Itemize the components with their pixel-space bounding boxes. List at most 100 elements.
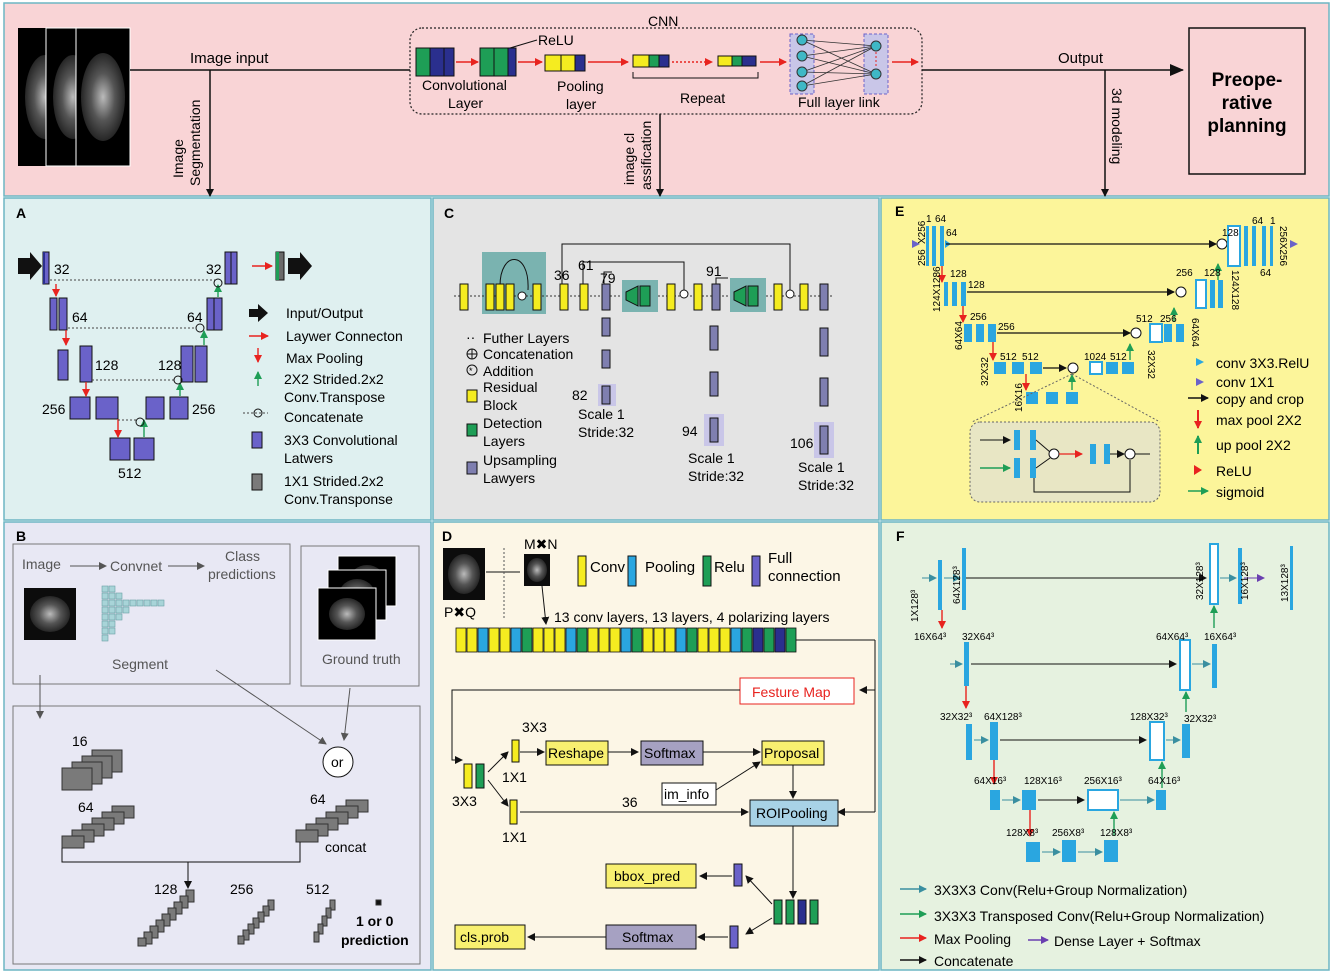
ground-truth-images [317,555,397,641]
kernel-1x1-b: 1X1 [502,829,527,845]
ground-truth-label: Ground truth [322,651,401,667]
unet-a [18,251,312,461]
svg-text:13X128³: 13X128³ [1280,564,1291,602]
svg-text:sigmoid: sigmoid [1216,484,1264,500]
convnet-label: Convnet [110,558,162,574]
vgg-layer-slice [664,627,676,653]
svg-text:512: 512 [1136,314,1153,325]
svg-text:256: 256 [1176,268,1193,279]
svg-text:Concatenate: Concatenate [284,409,364,425]
svg-text:94: 94 [682,423,698,439]
svg-text:2X2 Strided.2x2: 2X2 Strided.2x2 [284,371,384,387]
svg-text:256X16³: 256X16³ [1084,776,1122,787]
kernel-3x3-top: 3X3 [522,719,547,735]
vgg-layer-slice [598,627,610,653]
svg-text:64: 64 [72,309,88,325]
svg-text:Block: Block [483,397,518,413]
svg-text:256X8³: 256X8³ [1052,828,1085,839]
vgg-layer-slice [774,627,786,653]
svg-text:Conv.Transponse: Conv.Transponse [284,491,393,507]
panel-e-legend: conv 3X3.RelU conv 1X1 copy and crop max… [1188,355,1309,500]
svg-text:128: 128 [154,881,178,897]
svg-text:Addition: Addition [483,363,534,379]
svg-text:Conv: Conv [590,559,626,576]
svg-text:Upsampling: Upsampling [483,452,557,468]
svg-text:Laywer Connecton: Laywer Connecton [286,328,403,344]
roipooling-box [749,799,839,827]
svg-text:106: 106 [790,435,814,451]
pxq-label: P✖Q [444,604,476,620]
svg-text:128X16³: 128X16³ [1024,776,1062,787]
im-info-label: im_info [664,786,709,802]
vgg-layer-slice [631,627,643,653]
panel-f-tag: F [896,528,905,544]
svg-text:32X64³: 32X64³ [962,632,995,643]
bbox-pred-label: bbox_pred [614,868,680,884]
vgg-layer-slice [510,627,522,653]
feature-map-label: Festure Map [752,684,831,700]
svg-text:conv 1X1: conv 1X1 [1216,374,1275,390]
vgg-layer-slice [521,627,533,653]
vgg-layer-slice [697,627,709,653]
svg-text:256: 256 [1160,314,1177,325]
softmax-label: Softmax [644,745,695,761]
svg-text:32X32: 32X32 [1145,350,1156,379]
panel-c [432,197,880,521]
svg-text:64X16³: 64X16³ [974,776,1007,787]
svg-text:61: 61 [578,257,594,273]
segment-grid [101,585,165,642]
cnn-label: CNN [648,13,678,29]
panel-b-lower-box [12,705,421,965]
svg-text:64: 64 [78,799,94,815]
bbox-pred-box [605,863,697,889]
svg-text:Pooling: Pooling [645,559,695,576]
panel-a-legend: Input/Output Laywer Connecton Max Poolin… [243,304,403,507]
vgg-layer-slice [565,627,577,653]
full-layer-link-label: Full layer link [798,94,881,110]
svg-text:128: 128 [968,280,985,291]
image-input-label: Image input [190,50,269,67]
svg-text:128X32³: 128X32³ [1130,712,1168,723]
panel-f-legend: 3X3X3 Conv(Relu+Group Normalization) 3X3… [900,882,1264,969]
kernel-1x1-a: 1X1 [502,769,527,785]
svg-text:1024: 1024 [1084,352,1107,363]
vgg-layer-slice [554,627,566,653]
svg-text:64: 64 [935,214,947,225]
svg-text:32X32: 32X32 [980,357,991,386]
svg-text:3X3 Convolutional: 3X3 Convolutional [284,432,398,448]
proposal-box [761,740,825,766]
layers-text: 13 conv layers, 13 layers, 4 polarizing … [554,609,829,625]
svg-text:Full: Full [768,550,792,567]
svg-text:64X64: 64X64 [954,321,965,350]
softmax2-box [605,924,697,950]
svg-text:64X16³: 64X16³ [1148,776,1181,787]
number-36: 36 [622,794,638,810]
3d-modeling-label: 3d modeling [1109,88,1125,164]
vgg-layer-strip [455,627,797,653]
svg-text:3X3X3 Conv(Relu+Group Normaliz: 3X3X3 Conv(Relu+Group Normalization) [934,882,1187,898]
svg-text:16X16: 16X16 [1014,383,1025,412]
cnn-box [409,27,923,115]
svg-text:16X64³: 16X64³ [1204,632,1237,643]
svg-text:Conv.Transpose: Conv.Transpose [284,389,385,405]
preoperative-planning-box [1188,27,1306,175]
vgg-layer-slice [587,627,599,653]
svg-text:64X128³: 64X128³ [984,712,1022,723]
svg-text:copy and crop: copy and crop [1216,391,1304,407]
svg-text:128: 128 [1204,268,1221,279]
ground-truth-box [300,545,420,687]
svg-text:256: 256 [970,312,987,323]
repeat-label: Repeat [680,90,725,106]
panel-f-labels: 1X128³ 64X128³ 32X128³ 16X128³ 13X128³ 1… [910,562,1291,839]
svg-text:512: 512 [1000,352,1017,363]
svg-text:Residual: Residual [483,379,537,395]
svg-text:connection: connection [768,568,841,585]
svg-text:Stride:32: Stride:32 [798,477,854,493]
cls-prob-label: cls.prob [460,929,509,945]
svg-text:3X3X3 Transposed Conv(Relu+Gro: 3X3X3 Transposed Conv(Relu+Group Normali… [934,908,1264,924]
conv-blocks [415,47,517,77]
panel-d-tag: D [442,528,452,544]
